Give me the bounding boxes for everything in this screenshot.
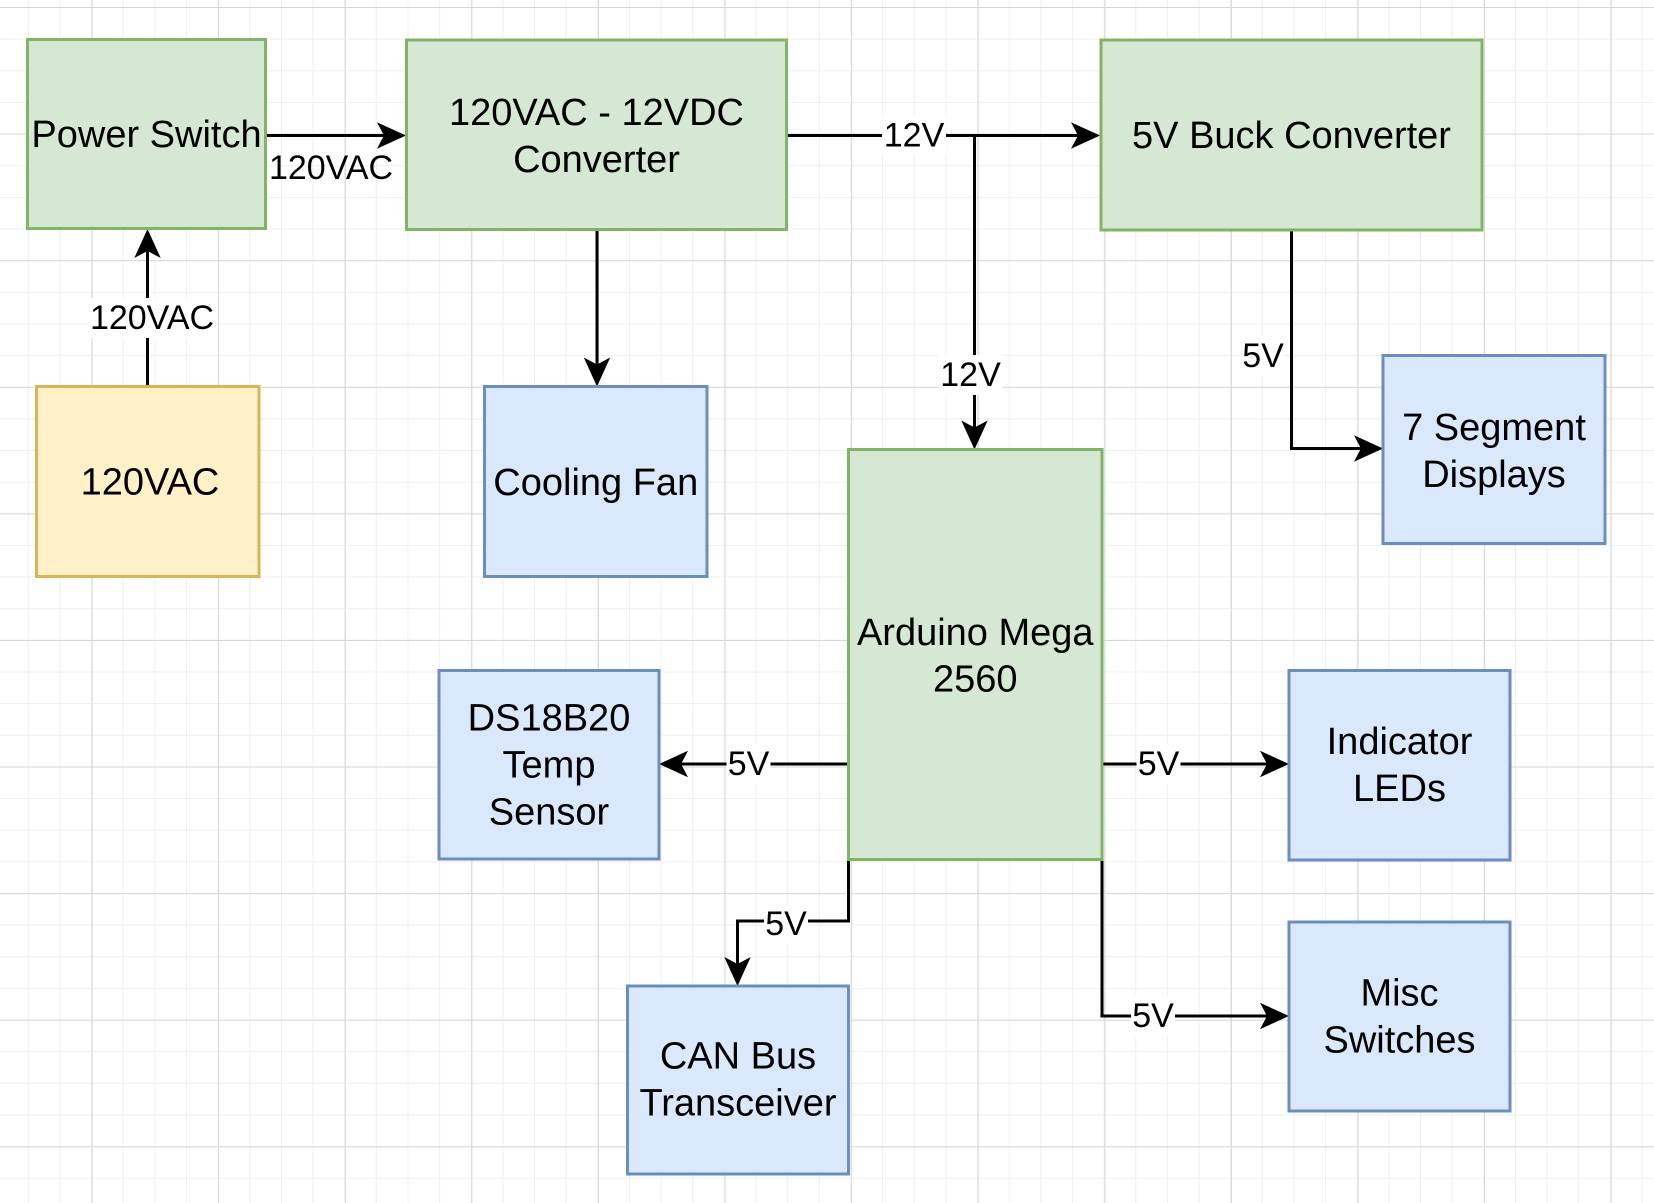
svg-text:Cooling Fan: Cooling Fan bbox=[493, 462, 698, 504]
svg-text:5V: 5V bbox=[728, 745, 770, 783]
svg-text:Arduino Mega: Arduino Mega bbox=[857, 612, 1094, 654]
svg-text:5V: 5V bbox=[1138, 745, 1180, 783]
svg-text:120VAC: 120VAC bbox=[81, 462, 220, 504]
svg-text:Displays: Displays bbox=[1422, 454, 1566, 496]
svg-text:Switches: Switches bbox=[1323, 1020, 1475, 1062]
svg-text:12V: 12V bbox=[884, 117, 945, 155]
svg-text:LEDs: LEDs bbox=[1353, 768, 1446, 810]
svg-text:5V: 5V bbox=[1132, 997, 1174, 1035]
svg-text:Transceiver: Transceiver bbox=[639, 1083, 836, 1125]
svg-text:5V Buck Converter: 5V Buck Converter bbox=[1132, 115, 1451, 157]
svg-text:Converter: Converter bbox=[513, 139, 680, 181]
svg-text:Misc: Misc bbox=[1360, 973, 1438, 1015]
svg-text:2560: 2560 bbox=[933, 659, 1018, 701]
svg-text:Indicator: Indicator bbox=[1327, 721, 1473, 763]
svg-text:5V: 5V bbox=[765, 905, 807, 943]
svg-text:12V: 12V bbox=[940, 356, 1001, 394]
svg-text:120VAC: 120VAC bbox=[269, 149, 393, 187]
svg-text:7 Segment: 7 Segment bbox=[1402, 407, 1586, 449]
svg-text:120VAC: 120VAC bbox=[90, 299, 214, 337]
svg-text:Sensor: Sensor bbox=[489, 792, 610, 834]
svg-text:120VAC - 12VDC: 120VAC - 12VDC bbox=[449, 92, 744, 134]
svg-text:CAN Bus: CAN Bus bbox=[660, 1036, 816, 1078]
svg-text:DS18B20: DS18B20 bbox=[468, 698, 631, 740]
svg-text:Temp: Temp bbox=[503, 745, 596, 787]
svg-text:5V: 5V bbox=[1242, 337, 1284, 375]
svg-text:Power Switch: Power Switch bbox=[31, 114, 261, 156]
